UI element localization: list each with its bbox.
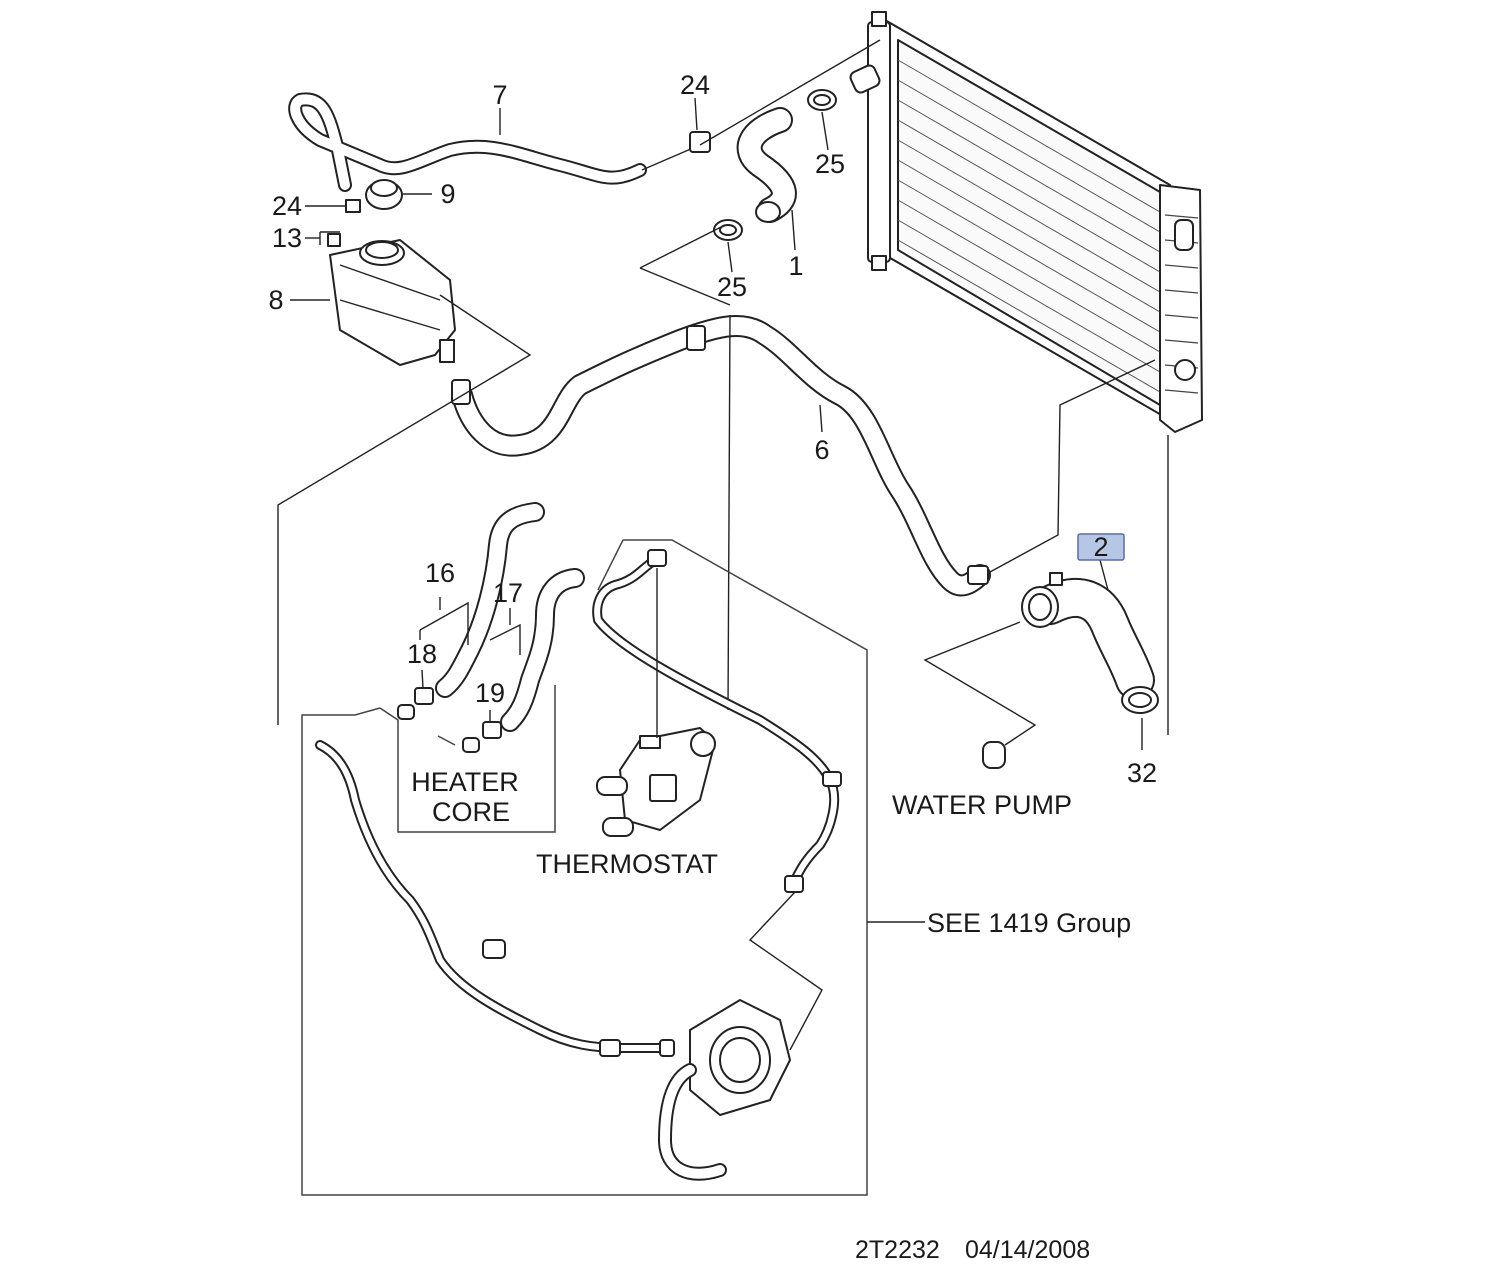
lower-radiator-hose-6	[451, 314, 991, 597]
radiator-inlet-neck	[849, 64, 881, 94]
heater-core-label-line2: CORE	[432, 797, 510, 827]
callout-19: 19	[475, 678, 505, 708]
water-pump-fitting	[982, 741, 1006, 769]
water-pump-label: WATER PUMP	[892, 790, 1072, 820]
assembly-frame-lines	[277, 294, 1169, 735]
throttle-coolant-pipe-right	[592, 549, 842, 1051]
heater-inlet-hose-16	[435, 502, 545, 698]
callout-17: 17	[493, 578, 523, 608]
callout-13: 13	[272, 223, 302, 253]
upper-radiator-hose-1	[736, 107, 797, 223]
radiator	[867, 11, 1203, 433]
surge-tank-8	[329, 239, 456, 366]
callout-2: 2	[1093, 532, 1108, 562]
callout-9: 9	[440, 179, 455, 209]
hose-clamp-24-top	[689, 39, 881, 153]
callout-25-upper: 25	[815, 149, 845, 179]
callout-18: 18	[407, 639, 437, 669]
thermostat-label: THERMOSTAT	[536, 849, 718, 879]
hose-clamp-25-lower	[713, 219, 743, 241]
leader-lines-top	[499, 97, 829, 306]
callout-25-lower: 25	[717, 272, 747, 302]
callout-2-highlight: 2	[1077, 532, 1125, 562]
callout-24-top: 24	[680, 70, 710, 100]
small-fitting-24-13	[290, 199, 361, 301]
thermostat-housing	[596, 727, 716, 837]
water-pump-frame-lines	[923, 621, 1037, 746]
throttle-body	[658, 999, 791, 1181]
heater-leader-lines	[419, 597, 521, 722]
overflow-hose-7	[288, 92, 701, 192]
throttle-coolant-pipe-left	[315, 740, 675, 1057]
heater-core-box	[379, 685, 556, 833]
hose-clamp-32	[1121, 686, 1159, 750]
callout-1: 1	[788, 251, 803, 281]
heater-clamps	[397, 687, 502, 753]
see-group-frame	[301, 539, 925, 1196]
callout-6: 6	[814, 435, 829, 465]
diagram-code: 2T2232	[855, 1236, 940, 1264]
callout-32: 32	[1127, 758, 1157, 788]
coolant-hose-2	[1021, 572, 1155, 700]
see-group-label: SEE 1419 Group	[927, 908, 1131, 938]
callout-24-left: 24	[272, 191, 302, 221]
heater-core-label-line1: HEATER	[411, 767, 519, 797]
surge-tank-cap-9	[365, 179, 432, 210]
callout-16: 16	[425, 558, 455, 588]
callout-7: 7	[492, 80, 507, 110]
hose-clamp-25-upper	[807, 89, 837, 111]
diagram-date: 04/14/2008	[965, 1236, 1090, 1264]
callout-8: 8	[268, 285, 283, 315]
heater-outlet-hose-17	[500, 568, 585, 732]
